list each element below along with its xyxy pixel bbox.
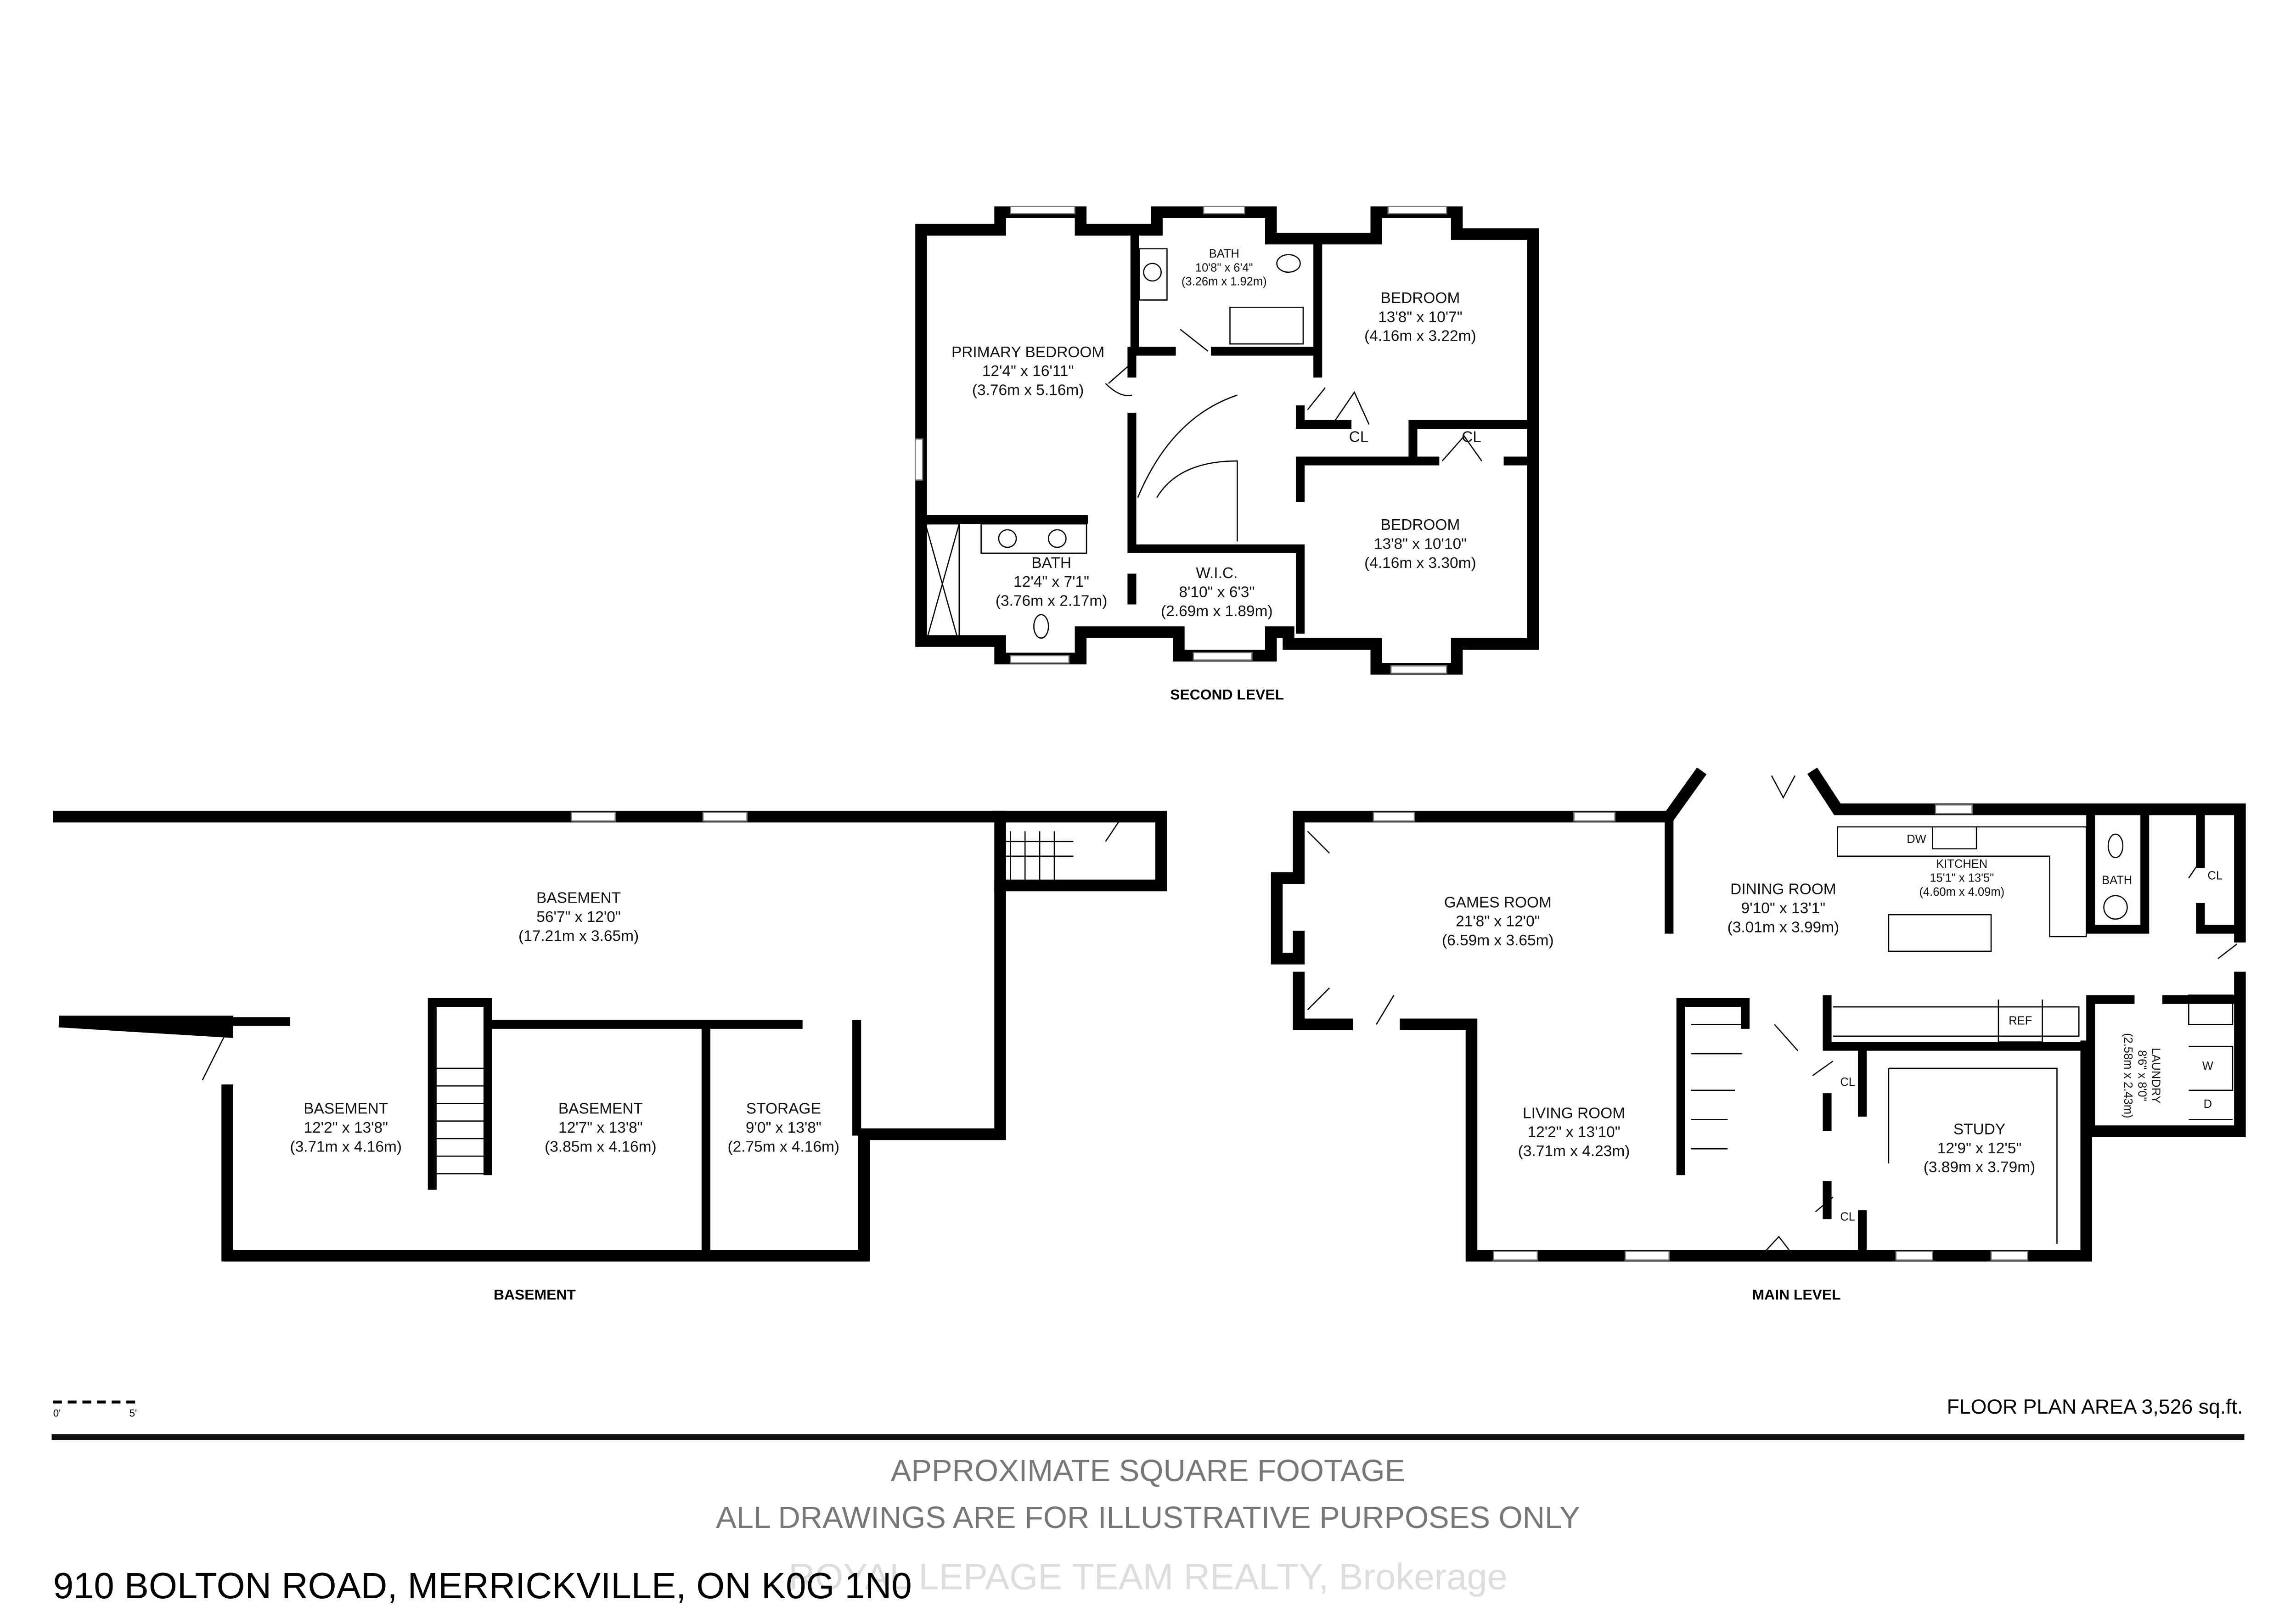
room-name: STORAGE <box>746 1101 821 1118</box>
scale-start: 0' <box>53 1408 61 1419</box>
main-level-plan: MAIN LEVEL GAMES ROOM 21'8" x 12'0" (6.59m… <box>1271 767 2246 1303</box>
room-name: DINING ROOM <box>1730 881 1836 898</box>
room-metric: (4.16m x 3.30m) <box>1364 555 1476 572</box>
closet-label: CL <box>2207 870 2223 882</box>
room-metric: (4.60m x 4.09m) <box>1919 886 2004 899</box>
room-metric: (3.26m x 1.92m) <box>1182 275 1267 288</box>
room-imperial: 56'7" x 12'0" <box>536 909 620 926</box>
property-address: 910 BOLTON ROAD, MERRICKVILLE, ON K0G 1N… <box>53 1565 912 1606</box>
room-imperial: 9'0" x 13'8" <box>746 1119 822 1136</box>
room-label: BEDROOM 13'8" x 10'7" (4.16m x 3.22m) <box>1364 290 1476 345</box>
room-name: BEDROOM <box>1380 517 1460 534</box>
disclaimer-line-2: ALL DRAWINGS ARE FOR ILLUSTRATIVE PURPOS… <box>716 1500 1580 1535</box>
room-imperial: 12'9" x 12'5" <box>1937 1140 2021 1157</box>
room-imperial: 15'1" x 13'5" <box>1930 872 1994 885</box>
room-name: BATH <box>1209 247 1239 260</box>
room-metric: (2.58m x 2.43m) <box>2122 1033 2134 1118</box>
room-metric: (3.71m x 4.23m) <box>1518 1143 1630 1160</box>
room-label: PRIMARY BEDROOM 12'4" x 16'11" (3.76m x 5.… <box>951 344 1104 399</box>
room-name: LIVING ROOM <box>1523 1105 1625 1122</box>
room-name: BASEMENT <box>304 1101 388 1118</box>
room-label: STUDY 12'9" x 12'5" (3.89m x 3.79m) <box>1924 1121 2036 1176</box>
room-imperial: 10'8" x 6'4" <box>1195 261 1253 274</box>
room-name: BASEMENT <box>536 890 621 907</box>
dryer-label: D <box>2204 1098 2212 1111</box>
second-level-label: SECOND LEVEL <box>1170 686 1284 703</box>
closet-label: CL <box>1840 1076 1855 1089</box>
room-metric: (2.69m x 1.89m) <box>1161 603 1273 620</box>
room-label: LIVING ROOM 12'2" x 13'10" (3.71m x 4.23m) <box>1518 1105 1630 1160</box>
room-imperial: 13'8" x 10'7" <box>1378 309 1462 326</box>
main-level-label: MAIN LEVEL <box>1752 1286 1841 1303</box>
room-metric: (3.76m x 2.17m) <box>996 593 1108 610</box>
room-imperial: 12'2" x 13'10" <box>1528 1124 1621 1141</box>
room-name: GAMES ROOM <box>1444 894 1552 911</box>
closet-label: CL <box>1462 429 1481 446</box>
second-level-plan: SECOND LEVEL PRIMARY BEDROOM 12'4" x 16'1… <box>914 206 1539 703</box>
room-metric: (4.16m x 3.22m) <box>1364 328 1476 345</box>
room-imperial: 9'10" x 13'1" <box>1741 900 1825 917</box>
floor-plan-area: FLOOR PLAN AREA 3,526 sq.ft. <box>1947 1396 2243 1418</box>
room-metric: (3.76m x 5.16m) <box>972 382 1084 399</box>
room-label: DINING ROOM 9'10" x 13'1" (3.01m x 3.99m) <box>1728 881 1840 936</box>
room-name: BASEMENT <box>558 1101 643 1118</box>
room-imperial: 8'6" x 8'0" <box>2135 1050 2148 1101</box>
room-imperial: 12'4" x 16'11" <box>982 363 1074 380</box>
room-metric: (17.21m x 3.65m) <box>518 928 639 945</box>
scale-bar: 0' 5' <box>53 1400 137 1419</box>
room-label: LAUNDRY8'6" x 8'0"(2.58m x 2.43m) <box>2122 1033 2162 1118</box>
washer-label: W <box>2202 1060 2213 1073</box>
room-imperial: 8'10" x 6'3" <box>1179 584 1255 601</box>
room-label: GAMES ROOM 21'8" x 12'0" (6.59m x 3.65m) <box>1442 894 1554 949</box>
bath-label: BATH <box>2102 874 2132 887</box>
room-imperial: 12'7" x 13'8" <box>558 1119 642 1136</box>
room-metric: (3.01m x 3.99m) <box>1728 919 1840 936</box>
room-metric: (3.85m x 4.16m) <box>545 1139 657 1156</box>
dishwasher-label: DW <box>1907 833 1926 846</box>
footer-divider <box>51 1434 2245 1440</box>
room-name: W.I.C. <box>1196 565 1238 582</box>
room-name: BATH <box>1031 555 1071 572</box>
room-imperial: 12'2" x 13'8" <box>304 1119 388 1136</box>
room-imperial: 12'4" x 7'1" <box>1013 573 1089 590</box>
room-metric: (3.89m x 3.79m) <box>1924 1159 2036 1176</box>
disclaimer-line-1: APPROXIMATE SQUARE FOOTAGE <box>891 1454 1405 1488</box>
room-metric: (6.59m x 3.65m) <box>1442 932 1554 949</box>
closet-label: CL <box>1840 1210 1855 1223</box>
room-name: LAUNDRY <box>2150 1048 2162 1103</box>
room-name: KITCHEN <box>1936 858 1987 870</box>
refrigerator-label: REF <box>2009 1014 2032 1027</box>
room-name: STUDY <box>1953 1121 2005 1138</box>
room-name: PRIMARY BEDROOM <box>951 344 1104 361</box>
room-metric: (3.71m x 4.16m) <box>290 1139 402 1156</box>
brokerage-watermark: ROYAL LEPAGE TEAM REALTY, Brokerage <box>788 1556 1508 1597</box>
room-label: W.I.C. 8'10" x 6'3" (2.69m x 1.89m) <box>1161 565 1273 620</box>
closet-label: CL <box>1349 429 1369 446</box>
room-metric: (2.75m x 4.16m) <box>728 1139 840 1156</box>
room-label: KITCHEN 15'1" x 13'5"(4.60m x 4.09m) <box>1919 858 2004 899</box>
room-imperial: 21'8" x 12'0" <box>1456 913 1540 930</box>
room-name: BEDROOM <box>1380 290 1460 307</box>
room-imperial: 13'8" x 10'10" <box>1374 535 1467 552</box>
basement-label: BASEMENT <box>494 1286 576 1303</box>
basement-plan: BASEMENT BASEMENT 56'7" x 12'0" (17.21m x … <box>53 810 1167 1303</box>
room-label: BASEMENT 56'7" x 12'0" (17.21m x 3.65m) <box>518 890 639 945</box>
scale-end: 5' <box>129 1408 137 1419</box>
